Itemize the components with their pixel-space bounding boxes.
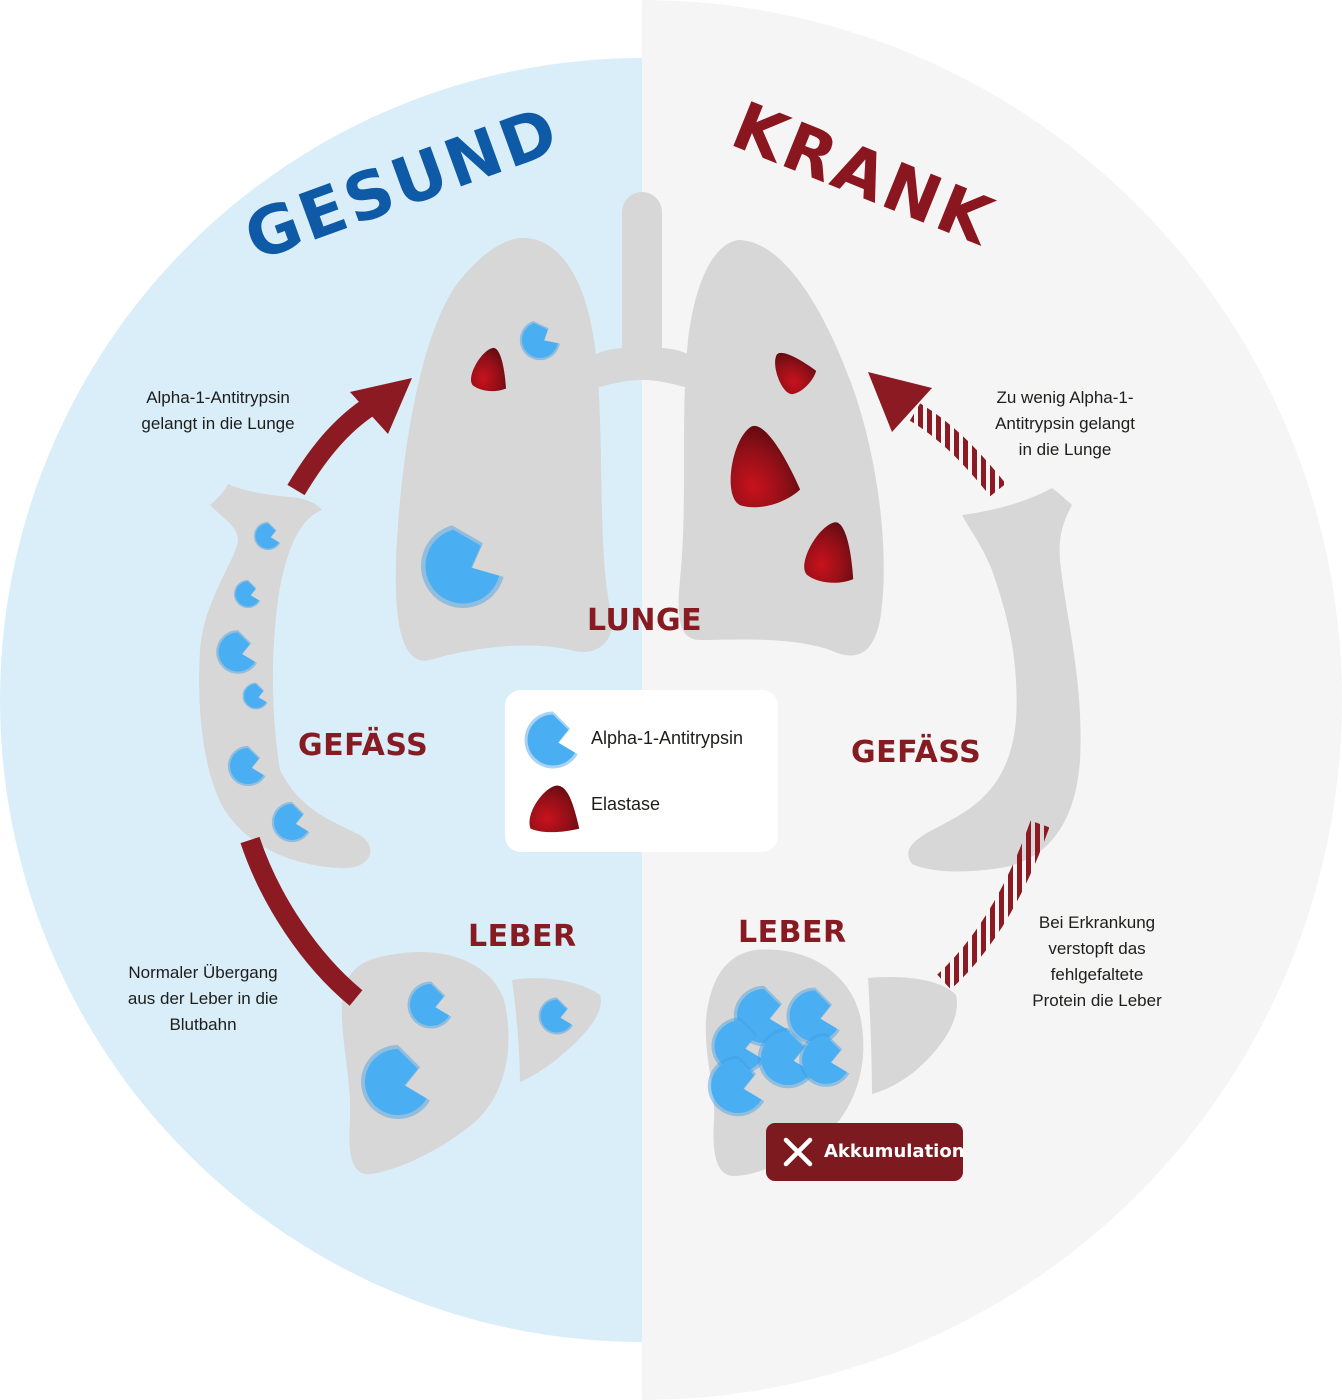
annotation-line: Alpha-1-Antitrypsin [146,388,290,407]
legend: Alpha-1-Antitrypsin Elastase [505,690,778,852]
annotation-line: in die Lunge [1018,440,1112,459]
annotation-line: Antitrypsin gelangt [995,414,1135,433]
elastase-legend-icon [529,785,580,833]
annotation-healthy-to-lung: Alpha-1-Antitrypsin gelangt in die Lunge [118,385,318,437]
arrow-healthy-to-lung-head [350,378,412,434]
accumulation-badge: Akkumulation [766,1123,965,1181]
annotation-line: Normaler Übergang [128,963,278,982]
annotation-line: Protein die Leber [1032,991,1162,1010]
accumulation-label: Akkumulation [824,1141,965,1162]
arrow-sick-to-lung-head [868,372,932,432]
legend-elastase-label: Elastase [591,794,661,814]
annotation-sick-to-lung: Zu wenig Alpha-1- Antitrypsin gelangt in… [965,385,1165,463]
organ-label-liver-right: LEBER [738,915,847,950]
arrow-sick-to-lung [909,403,1006,497]
annotation-line: fehlgefaltete [1050,965,1144,984]
annotation-sick-from-liver: Bei Erkrankung verstopft das fehlgefalte… [997,910,1197,1014]
organ-label-vessel-left: GEFÄSS [298,728,429,763]
annotation-line: verstopft das [1048,939,1146,958]
annotation-line: Bei Erkrankung [1038,913,1156,932]
legend-alpha-label: Alpha-1-Antitrypsin [591,728,744,748]
x-icon [783,1137,813,1167]
annotation-line: aus der Leber in die [127,989,279,1008]
alpha-legend-icon [524,711,578,769]
annotation-healthy-from-liver: Normaler Übergang aus der Leber in die B… [103,960,303,1038]
organ-label-vessel-right: GEFÄSS [851,735,982,770]
annotation-line: gelangt in die Lunge [141,414,295,433]
organ-label-lung: LUNGE [587,603,703,638]
arrow-healthy-from-liver [240,836,363,1006]
annotation-line: Zu wenig Alpha-1- [996,388,1134,407]
organ-label-liver-left: LEBER [468,919,577,954]
vessel-right [908,488,1081,872]
annotation-line: Blutbahn [169,1015,237,1034]
arrow-sick-from-liver [937,820,1050,990]
